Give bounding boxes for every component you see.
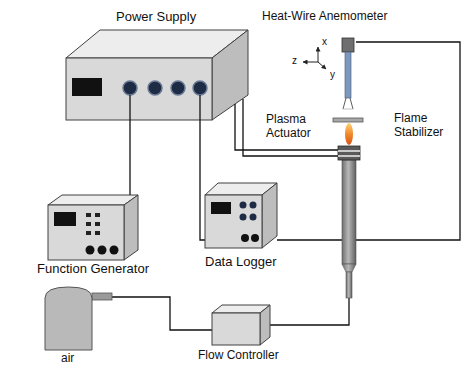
button — [86, 231, 91, 235]
burner-tube — [342, 160, 356, 264]
node-label: Data Logger — [205, 255, 277, 270]
box-side — [262, 183, 277, 248]
air-cylinder: air — [42, 284, 112, 350]
box-top — [48, 195, 138, 205]
electrode — [338, 155, 360, 157]
terminal — [123, 81, 137, 95]
wire-stub — [242, 99, 243, 122]
display — [54, 212, 76, 226]
axis-arrows — [303, 47, 326, 69]
button — [95, 231, 100, 235]
actuator-band — [338, 146, 360, 160]
cylinder-body — [45, 287, 92, 350]
probe-body — [345, 52, 351, 98]
knob — [98, 246, 107, 255]
hot-wire — [343, 109, 353, 110]
wire — [200, 122, 205, 240]
box-front — [212, 313, 260, 345]
box-front — [48, 205, 124, 260]
button — [86, 222, 91, 226]
wire — [270, 160, 349, 325]
stabilizer-plate — [333, 118, 363, 122]
knob — [86, 246, 95, 255]
data-logger: Data Logger — [205, 183, 277, 248]
power-supply-shape — [62, 8, 250, 122]
knob — [250, 202, 257, 209]
terminal — [251, 234, 259, 242]
axis-label: z — [292, 55, 297, 67]
cylinder-valve — [92, 293, 112, 300]
knob — [240, 202, 247, 209]
x-axis-arrow — [318, 47, 319, 62]
axis-label: y — [330, 69, 335, 81]
box-front — [66, 58, 212, 120]
node-label: Function Generator — [37, 262, 149, 277]
function-generator-shape — [48, 195, 138, 260]
burner-inlet — [346, 272, 352, 298]
plasma-actuator: Plasma Actuator — [338, 146, 360, 160]
node-label: Plasma Actuator — [266, 113, 324, 141]
part-label: Flame Stabilizer — [394, 112, 454, 140]
terminal — [148, 81, 162, 95]
wire — [277, 42, 460, 240]
data-logger-shape — [205, 183, 277, 248]
button — [95, 222, 100, 226]
node-label: Power Supply — [116, 10, 196, 25]
box-front — [205, 195, 262, 248]
node-label: air — [61, 352, 74, 366]
knob — [240, 214, 247, 221]
display — [72, 78, 102, 96]
wire-stub — [199, 95, 200, 122]
wire-stub — [129, 95, 130, 122]
node-label: Heat-Wire Anemometer — [262, 10, 387, 24]
power-supply: Power Supply — [62, 8, 250, 122]
terminal — [241, 234, 249, 242]
plasma-actuator-shape — [338, 146, 360, 160]
flow-controller-shape — [212, 305, 270, 345]
terminal — [171, 81, 185, 95]
knob — [250, 214, 257, 221]
probe-connector — [342, 38, 354, 52]
wire-stub — [234, 104, 235, 122]
knob — [110, 246, 119, 255]
box-side — [124, 195, 138, 260]
axis-label: x — [322, 36, 327, 48]
wire — [129, 122, 130, 195]
terminal — [193, 81, 207, 95]
flow-controller: Flow Controller — [212, 305, 270, 345]
hot-wire-probe-shape — [340, 38, 356, 110]
button — [86, 213, 91, 217]
probe-prong — [350, 98, 353, 109]
flame — [345, 123, 353, 145]
display — [211, 202, 231, 214]
y-axis-arrow — [318, 62, 326, 69]
box-side — [260, 305, 270, 345]
electrode — [338, 150, 360, 152]
burner-taper — [342, 264, 356, 272]
wire — [112, 297, 212, 330]
function-generator: Function Generator — [48, 195, 138, 260]
hot-wire-probe: Heat-Wire Anemometer — [340, 38, 356, 110]
z-axis-arrow — [303, 62, 318, 63]
node-label: Flow Controller — [198, 349, 279, 363]
button — [95, 213, 100, 217]
probe-prong — [343, 98, 346, 109]
air-cylinder-shape — [42, 284, 112, 350]
